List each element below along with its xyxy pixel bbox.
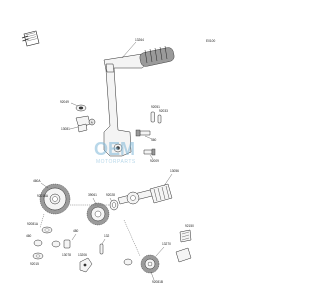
callout-spring-pin-small: 92033 [159, 109, 168, 113]
spring-pin-top [75, 104, 87, 112]
guide [63, 239, 71, 249]
callout-washer-a: 92015A [37, 194, 49, 198]
collar [75, 115, 91, 133]
circlip-mid [99, 243, 104, 255]
kick-pedal [103, 45, 175, 157]
callout-gear-large: 460A [33, 179, 41, 183]
callout-spring-left: 92081A [27, 222, 39, 226]
callout-shim-low: 92081B [152, 280, 163, 284]
watermark-line2: MOTORPARTS [96, 159, 136, 165]
kick-shaft [117, 183, 173, 205]
callout-ratchet-gear: 39061 [88, 193, 97, 197]
callout-spring-right: 92150 [185, 224, 194, 228]
kickstarter-parts-diagram: E0100 13264 92049 13081 A 9 [21, 30, 215, 284]
callout-bolt-b: 92009 [150, 159, 159, 163]
watermark-line1: OEM [94, 139, 135, 159]
ratchet-gear [86, 202, 110, 226]
spring-pin-small [150, 111, 162, 124]
callout-bolt-a: 460 [151, 138, 157, 142]
callout-circlip-left: 460 [26, 234, 32, 238]
washer-mid [109, 199, 119, 211]
callout-collar: 13081 [61, 127, 70, 131]
callout-kick-pedal: 13264 [135, 38, 144, 42]
holder [79, 257, 93, 273]
spring-right [179, 229, 192, 243]
svg-text:A: A [91, 120, 93, 124]
shim-low [123, 258, 133, 266]
circlip-left [33, 239, 43, 247]
washer-lower-left [51, 240, 61, 248]
callout-ratchet: 13270 [162, 242, 171, 246]
exploded-view: E0100 13264 92049 13081 A 9 [21, 30, 215, 284]
ratchet [140, 254, 160, 274]
watermark: OEM MOTORPARTS [94, 139, 136, 165]
manual-book-icon [21, 30, 40, 47]
callout-guide: 13078 [62, 253, 71, 257]
reference-badge-a: A [88, 118, 96, 126]
spring-coil-right [175, 247, 192, 263]
bolt-b [143, 148, 156, 156]
callout-collar-left: 92015 [30, 262, 39, 266]
diagram-code: E0100 [206, 39, 215, 43]
callout-spring-pin-top: 92049 [60, 100, 69, 104]
callout-circlip-mid: 132 [104, 234, 110, 238]
callout-shaft: 13056 [170, 169, 179, 173]
bolt-a [135, 129, 151, 137]
callout-washer-b: 92028 [106, 193, 115, 197]
callout-washer-left: 92051 [151, 105, 160, 109]
collar-left [32, 252, 44, 260]
callout-shim-left-low: 480 [73, 229, 79, 233]
callout-holder: 13206 [78, 253, 87, 257]
spring-left [41, 226, 53, 234]
large-gear [39, 183, 71, 215]
